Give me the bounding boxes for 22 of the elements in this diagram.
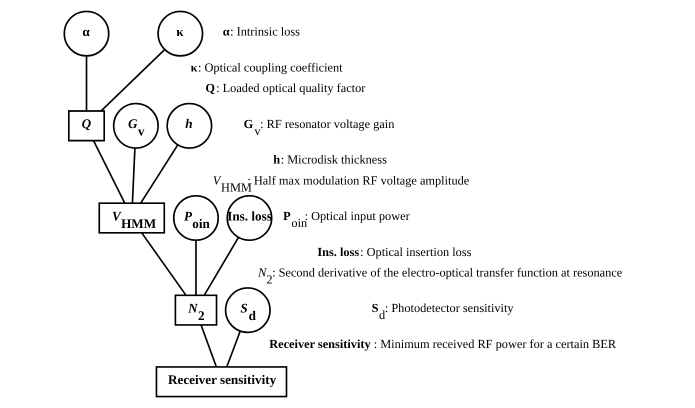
label: α: Intrinsic loss: [222, 24, 300, 39]
node-circle: κ: [156, 10, 203, 57]
node-box: Q: [68, 110, 105, 142]
connector: [131, 148, 136, 203]
connector: [100, 49, 165, 112]
connector: [92, 140, 125, 204]
connector: [226, 330, 240, 368]
node-circle: h: [166, 102, 212, 149]
label: Ins. loss: Optical insertion loss: [316, 244, 471, 259]
connector: [194, 240, 196, 296]
connector: [140, 232, 186, 296]
label: h: Microdisk thickness: [272, 152, 386, 167]
node-box: Receiver sensitivity: [155, 366, 287, 398]
label: Receiver sensitivity: Minimum received RF power for a certain BER: [268, 337, 616, 352]
connector: [85, 56, 87, 111]
connector: [140, 144, 178, 204]
connector: [203, 236, 239, 296]
label: κ: Optical coupling coefficient: [190, 60, 342, 75]
connector: [200, 324, 217, 368]
label: Q: Loaded optical quality factor: [204, 81, 365, 96]
node-circle: α: [62, 10, 110, 57]
node-circle: Ins. loss: [226, 194, 272, 242]
